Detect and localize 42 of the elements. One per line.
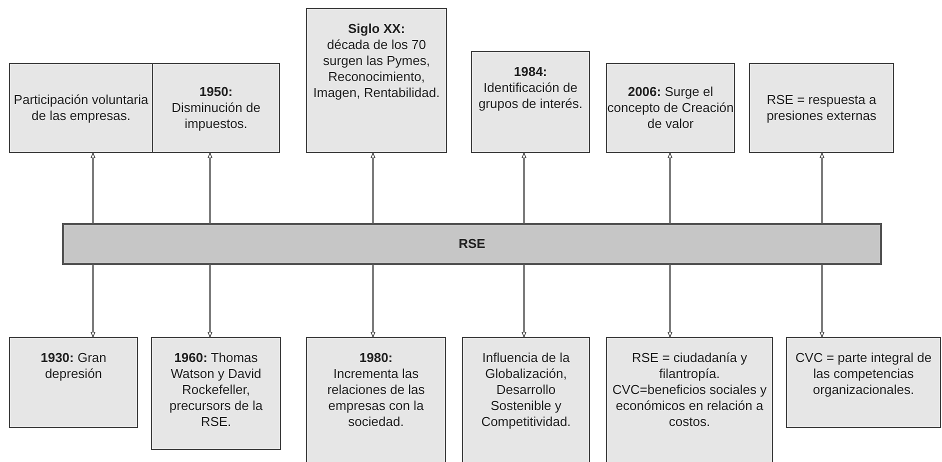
text-box [9,63,153,153]
text-box [306,337,446,462]
central-bar [62,223,882,265]
box-text: Disminución de impuestos. [170,100,262,132]
box-text: Incrementa las relaciones de las empresas con la sociedad. [326,366,426,430]
text-box [151,337,281,450]
arrow [522,152,526,223]
box-text: década de los 70 surgen las Pymes, Reconocimiento, Imagen, Rentabilidad. [312,37,441,101]
box-heading: Siglo XX: [348,21,406,37]
text-box [306,8,447,153]
arrow [668,152,672,223]
box-heading: 1980: [359,350,393,366]
box-heading: 1950: [199,84,233,100]
box-heading: 1984: [514,64,548,80]
text-box [786,337,941,428]
arrow [370,152,376,223]
box-text: Identificación de grupos de interés. [477,80,584,112]
box-text: Influencia de la Globalización, Desarrollo Sostenible y Competitividad. [480,350,572,430]
text-box [471,51,590,153]
text-box [606,63,735,153]
box-text: RSE = respuesta a presiones externas [766,92,878,124]
arrow [522,265,526,338]
arrow [90,152,96,223]
box-text: Participación voluntaria de las empresas. [12,92,150,124]
box-text: CVC = parte integral de las competencias organizacionales. [794,350,933,398]
arrow [208,152,212,223]
box-text: 1930: Gran depresión [40,350,108,382]
arrow [820,265,824,338]
box-text: 2006: Surge el concepto de Creación de valor [607,84,734,132]
text-box [749,63,894,153]
arrow [90,265,96,338]
text-box [606,337,773,462]
box-text: 1960: Thomas Watson y David Rockefeller, precursors de la RSE. [168,350,264,430]
text-box [9,337,138,428]
arrow [668,265,672,338]
text-box [152,63,280,153]
arrow [208,265,212,338]
box-text: RSE = ciudadanía y filantropía. CVC=beneficios sociales y económicos en relación a costos. [611,350,768,430]
box-text: RSE [458,236,486,252]
text-box [462,337,590,462]
arrow [370,265,376,338]
arrow [820,152,824,223]
